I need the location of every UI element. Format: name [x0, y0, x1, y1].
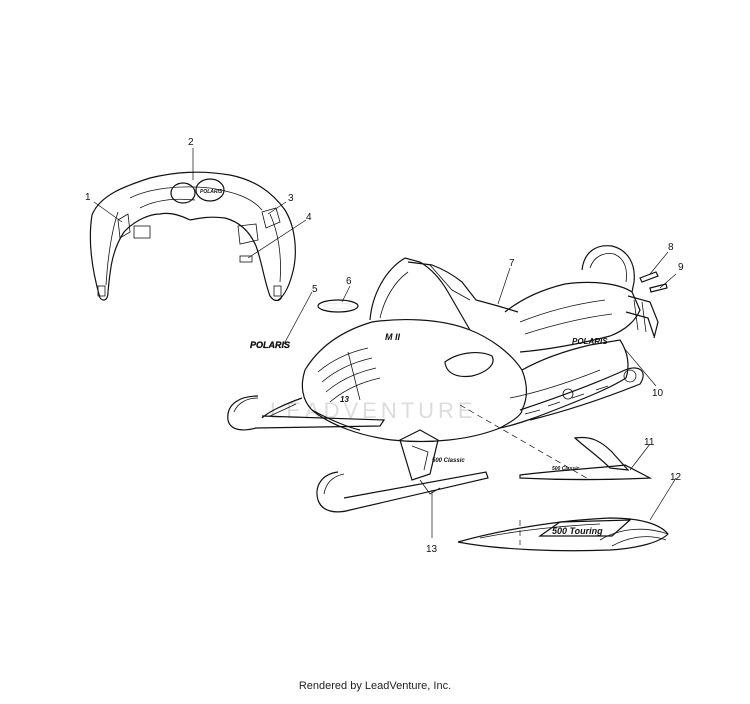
decal-12-model: 500 Touring	[457, 517, 669, 552]
callout-6: 6	[346, 276, 352, 287]
watermark: LEADVENTURE	[270, 398, 477, 423]
callout-11: 11	[644, 437, 655, 448]
callout-7: 7	[509, 258, 515, 269]
callout-1: 1	[85, 192, 91, 203]
seat-brand-decal: POLARIS	[572, 337, 608, 346]
decal-8-strip	[639, 271, 659, 283]
callout-4: 4	[306, 212, 312, 223]
side-stripe-decal: 500 Classic	[432, 458, 465, 464]
decal-11-stripe: 500 Classic	[519, 436, 653, 481]
callout-10: 10	[652, 388, 664, 399]
dash-line-11	[459, 404, 591, 481]
callout-labels: 1 2 3 4 5 6 7 8 9 10 11 12 13	[85, 137, 684, 555]
callout-3: 3	[288, 193, 294, 204]
hood-number-decal: 13	[340, 395, 349, 404]
skis: 500 Classic	[227, 395, 489, 513]
console-part: POLARIS	[89, 171, 296, 302]
decal-5-text: POLARIS	[250, 340, 290, 350]
console-brand-decal: POLARIS	[200, 189, 223, 195]
callout-5: 5	[312, 284, 318, 295]
callout-9: 9	[678, 262, 684, 273]
parts-diagram: LEADVENTURE POLARIS	[85, 137, 684, 555]
callout-8: 8	[668, 242, 674, 253]
decal-9-strip	[649, 283, 668, 293]
decal-11-text: 500 Classic	[552, 466, 579, 472]
callout-12: 12	[670, 472, 682, 483]
hood-text-decal: M II	[385, 332, 400, 342]
leader-lines	[93, 148, 677, 538]
footer-credit: Rendered by LeadVenture, Inc.	[298, 680, 452, 692]
callout-2: 2	[188, 137, 194, 148]
decal-5-brand: POLARIS	[250, 340, 290, 350]
decal-12-text: 500 Touring	[552, 526, 603, 536]
decal-6-oval	[317, 299, 359, 313]
callout-13: 13	[426, 544, 438, 555]
